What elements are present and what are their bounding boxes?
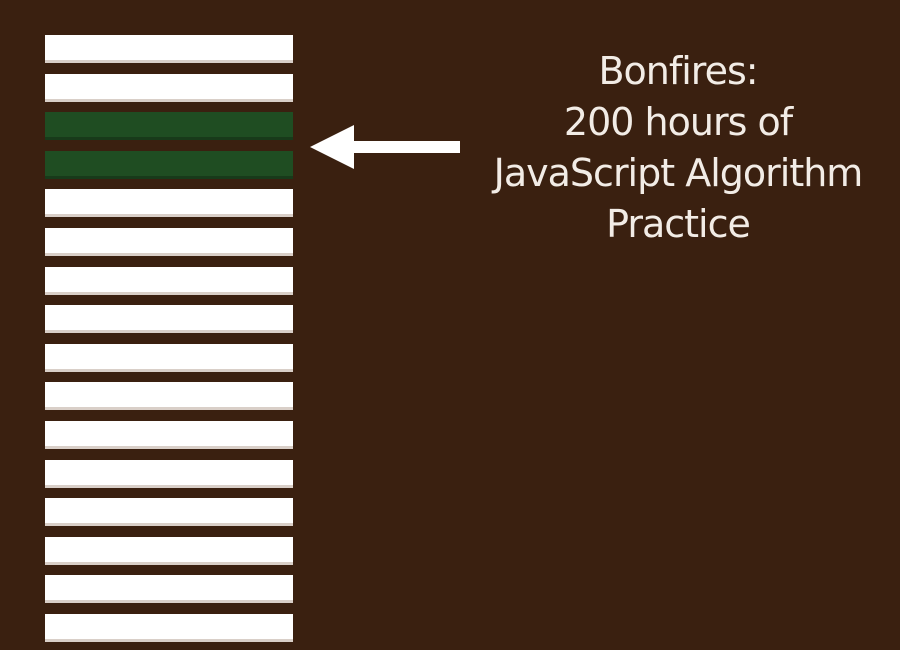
bar xyxy=(45,537,293,565)
bar xyxy=(45,614,293,642)
arrow-left-icon xyxy=(310,125,460,169)
bar xyxy=(45,305,293,333)
bar xyxy=(45,575,293,603)
callout-line-4: Practice xyxy=(606,202,751,246)
bar xyxy=(45,228,293,256)
bar xyxy=(45,498,293,526)
bar xyxy=(45,74,293,102)
callout-text: Bonfires: 200 hours of JavaScript Algori… xyxy=(482,46,874,250)
callout-line-1: Bonfires: xyxy=(598,49,758,93)
bar xyxy=(45,382,293,410)
bar-highlighted xyxy=(45,112,293,140)
bar xyxy=(45,267,293,295)
bar xyxy=(45,460,293,488)
bar xyxy=(45,421,293,449)
bar-highlighted xyxy=(45,151,293,179)
callout-line-2: 200 hours of xyxy=(563,100,793,144)
bar xyxy=(45,189,293,217)
bar xyxy=(45,344,293,372)
bar-stack xyxy=(45,35,293,645)
callout-line-3: JavaScript Algorithm xyxy=(493,151,864,195)
bar xyxy=(45,35,293,63)
